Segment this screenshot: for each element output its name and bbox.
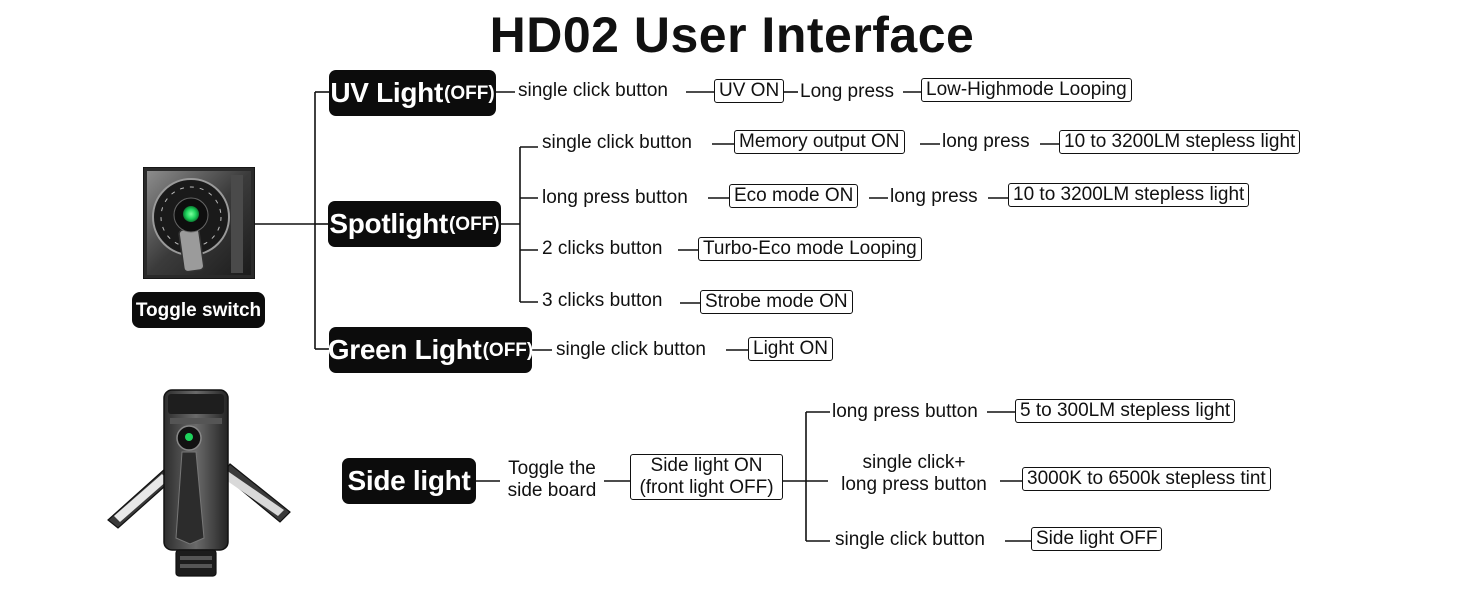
uv-light-label: UV Light xyxy=(330,77,444,108)
spot-row2-result: Eco mode ON xyxy=(729,184,859,208)
side-light-label: Side light xyxy=(347,465,471,496)
spot-row3-result: Turbo-Eco mode Looping xyxy=(698,237,922,261)
side-trigger-line1: Toggle the xyxy=(508,458,596,479)
side-row2-action-line2: long press button xyxy=(841,474,987,495)
uv-action: single click button xyxy=(518,80,668,102)
green-light-label: Green Light xyxy=(327,334,482,365)
page-title: HD02 User Interface xyxy=(489,7,975,63)
green-light-box: Green Light(OFF) xyxy=(327,327,534,373)
side-state-line1: Side light ON xyxy=(650,455,763,476)
toggle-switch-label: Toggle switch xyxy=(132,292,265,328)
uv-result2: Low-Highmode Looping xyxy=(921,78,1132,102)
spot-row2-action: long press button xyxy=(542,187,688,209)
spot-row1-action2: long press xyxy=(942,131,1030,153)
green-action: single click button xyxy=(556,339,706,361)
side-trigger-line2: side board xyxy=(507,480,597,501)
spotlight-box: Spotlight(OFF) xyxy=(328,201,501,247)
spot-row4-result: Strobe mode ON xyxy=(700,290,853,314)
spot-row4-action: 3 clicks button xyxy=(542,290,663,312)
side-row3-result: Side light OFF xyxy=(1031,527,1163,551)
spot-row1-result2: 10 to 3200LM stepless light xyxy=(1059,130,1301,154)
side-light-box: Side light xyxy=(342,458,476,504)
toggle-switch-photo xyxy=(143,167,255,279)
uv-result: UV ON xyxy=(714,79,785,103)
side-state-box: Side light ON (front light OFF) xyxy=(630,454,783,500)
side-state-line2: (front light OFF) xyxy=(639,477,774,498)
green-light-state: (OFF) xyxy=(482,339,534,361)
side-trigger: Toggle the side board xyxy=(500,458,604,502)
spot-row3-action: 2 clicks button xyxy=(542,238,663,260)
side-row1-action: long press button xyxy=(832,401,978,423)
side-row3-action: single click button xyxy=(835,529,985,551)
spotlight-label: Spotlight xyxy=(329,208,448,239)
side-row2-action-line1: single click+ xyxy=(862,452,966,473)
green-result: Light ON xyxy=(748,337,833,361)
side-row2-result: 3000K to 6500k stepless tint xyxy=(1022,467,1271,491)
flashlight-photo xyxy=(107,389,291,577)
uv-light-box: UV Light(OFF) xyxy=(329,70,496,116)
spot-row2-result2: 10 to 3200LM stepless light xyxy=(1008,183,1250,207)
uv-action2: Long press xyxy=(800,81,895,103)
spot-row1-result: Memory output ON xyxy=(734,130,905,154)
spotlight-state: (OFF) xyxy=(448,213,500,235)
spot-row2-action2: long press xyxy=(890,186,978,208)
uv-light-state: (OFF) xyxy=(444,82,495,104)
spot-row1-action: single click button xyxy=(542,132,692,154)
side-row2-action: single click+ long press button xyxy=(828,452,1000,496)
side-row1-result: 5 to 300LM stepless light xyxy=(1015,399,1236,423)
